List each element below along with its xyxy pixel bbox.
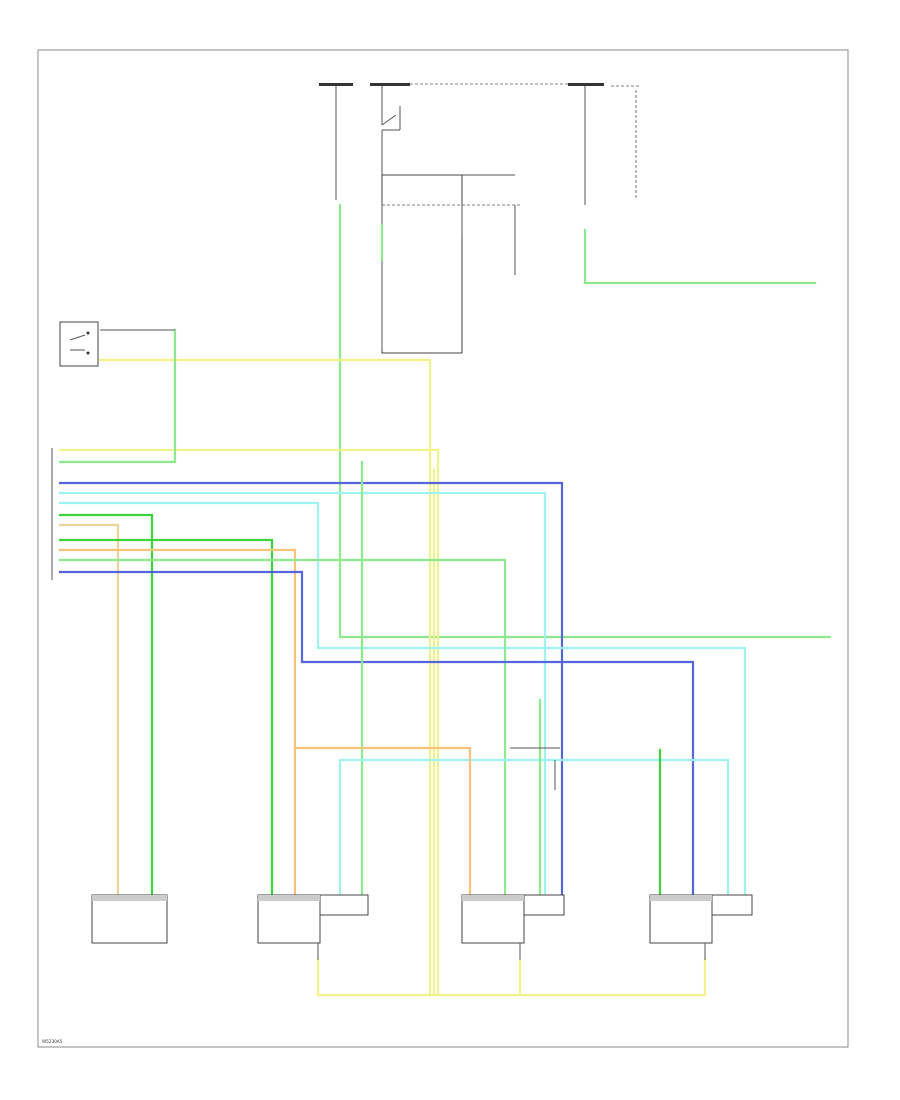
wire-light-green-right [583, 228, 817, 285]
wire-green-c [58, 558, 507, 897]
module-3 [461, 894, 565, 944]
wire-yellow-2 [58, 448, 440, 997]
wire-light-blue-a [58, 491, 547, 897]
wire-blue-b [58, 570, 695, 897]
module-1 [91, 894, 168, 944]
wire-yellow-1 [98, 358, 432, 997]
wire-blue-a [58, 481, 564, 897]
wire-light-green-a [58, 328, 177, 464]
switch-component [59, 321, 99, 367]
fuse-block-top [319, 83, 640, 205]
wire-tan-b [293, 746, 472, 897]
wire-orange-a [58, 548, 297, 897]
wire-light-blue-c [338, 758, 730, 897]
relay-box [381, 174, 520, 354]
wire-light-green-main [338, 203, 832, 639]
wire-green-a [58, 513, 154, 897]
diagram-border [37, 49, 849, 1048]
module-4 [649, 894, 753, 944]
wire-green-b [58, 538, 274, 897]
wire-light-blue-b [58, 501, 747, 897]
footer-code: W5230A5 [42, 1039, 63, 1044]
module-2 [257, 894, 369, 944]
wire-tan-a [58, 523, 120, 897]
wire-yellow-bottom [316, 958, 707, 997]
